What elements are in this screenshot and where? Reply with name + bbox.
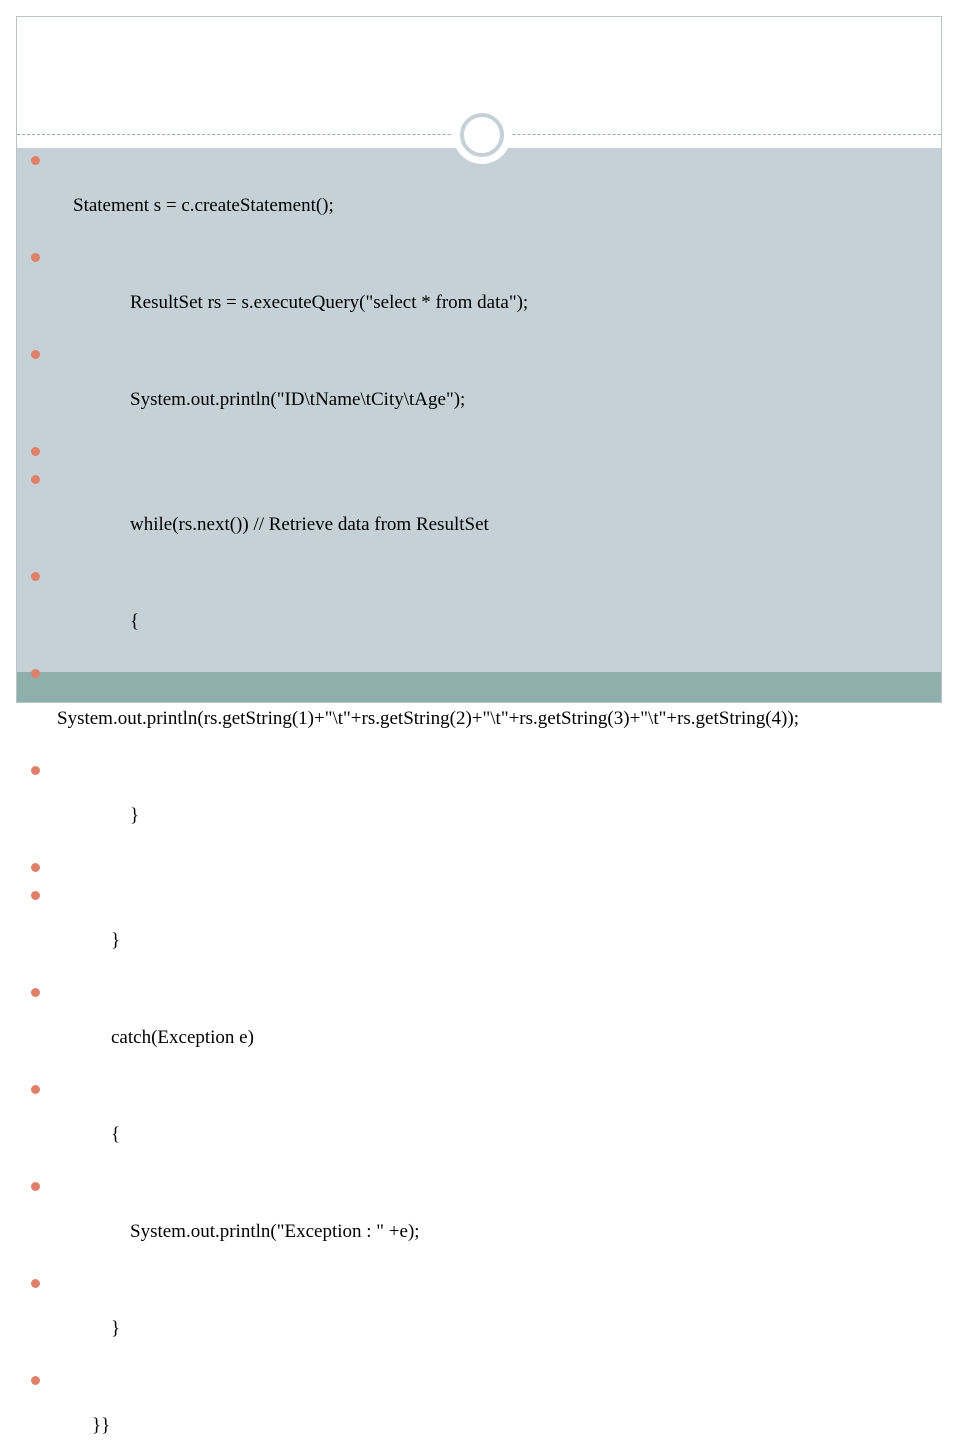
circle-ring-icon bbox=[460, 113, 504, 157]
list-item: { bbox=[0, 1077, 926, 1169]
code-line-text: }} bbox=[73, 1415, 111, 1436]
code-line-text: System.out.println(rs.getString(1)+"\t"+… bbox=[57, 708, 799, 729]
code-line-text: while(rs.next()) // Retrieve data from R… bbox=[73, 514, 489, 535]
bullet-icon bbox=[31, 1085, 40, 1094]
list-item: ResultSet rs = s.executeQuery("select * … bbox=[0, 245, 926, 337]
bullet-icon bbox=[31, 156, 40, 165]
bullet-icon bbox=[31, 1279, 40, 1288]
bullet-icon bbox=[31, 350, 40, 359]
list-item bbox=[0, 855, 926, 878]
bullet-icon bbox=[31, 891, 40, 900]
code-line-text: Statement s = c.createStatement(); bbox=[73, 195, 334, 216]
code-line-text: } bbox=[73, 930, 121, 951]
bullet-icon bbox=[31, 863, 40, 872]
bullet-icon bbox=[31, 669, 40, 678]
code-line-text: catch(Exception e) bbox=[73, 1027, 254, 1048]
slide bbox=[16, 16, 942, 703]
list-item: System.out.println("ID\tName\tCity\tAge"… bbox=[0, 342, 926, 434]
bullet-icon bbox=[31, 475, 40, 484]
code-line-text: } bbox=[73, 805, 140, 826]
list-item: System.out.println(rs.getString(1)+"\t"+… bbox=[0, 684, 926, 753]
code-line-text: { bbox=[73, 1124, 121, 1145]
list-item: } bbox=[0, 758, 926, 850]
code-line-text: System.out.println("ID\tName\tCity\tAge"… bbox=[73, 389, 466, 410]
code-line-text: } bbox=[73, 1318, 121, 1339]
bullet-icon bbox=[31, 253, 40, 262]
bullet-icon bbox=[31, 766, 40, 775]
bullet-icon bbox=[31, 447, 40, 456]
code-line-text: ResultSet rs = s.executeQuery("select * … bbox=[73, 292, 529, 313]
bullet-icon bbox=[31, 572, 40, 581]
list-item: }} bbox=[0, 1368, 926, 1440]
list-item: } bbox=[0, 1271, 926, 1363]
code-bullet-list: Statement s = c.createStatement(); Resul… bbox=[0, 148, 926, 1440]
list-item: } bbox=[0, 883, 926, 975]
list-item: System.out.println("Exception : " +e); bbox=[0, 1174, 926, 1266]
list-item: Statement s = c.createStatement(); bbox=[0, 148, 926, 240]
list-item: while(rs.next()) // Retrieve data from R… bbox=[0, 467, 926, 559]
bullet-icon bbox=[31, 1182, 40, 1191]
list-item: { bbox=[0, 564, 926, 656]
list-item bbox=[0, 661, 926, 684]
bullet-icon bbox=[31, 988, 40, 997]
list-item: catch(Exception e) bbox=[0, 980, 926, 1072]
code-line-text: { bbox=[73, 611, 140, 632]
content-area bbox=[17, 148, 941, 673]
bullet-icon bbox=[31, 1376, 40, 1385]
code-line-text: System.out.println("Exception : " +e); bbox=[73, 1221, 420, 1242]
footer-bar bbox=[17, 672, 941, 702]
list-item bbox=[0, 439, 926, 462]
